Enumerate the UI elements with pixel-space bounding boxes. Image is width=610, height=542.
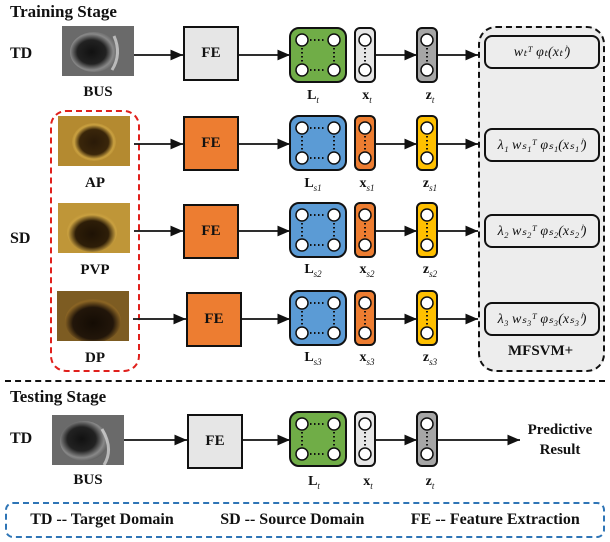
bus-image-training bbox=[62, 26, 134, 76]
legend-box: TD -- Target Domain SD -- Source Domain … bbox=[5, 502, 605, 538]
node-circle bbox=[420, 63, 434, 77]
node-circle bbox=[295, 326, 309, 340]
label-x-s3: xs3 bbox=[359, 350, 375, 367]
label-L-t: Lt bbox=[307, 88, 319, 105]
formula-source-1: λ₁ wₛ₁ᵀ φₛ₁(xₛ₁ⁱ) bbox=[484, 128, 600, 162]
node-circle bbox=[420, 326, 434, 340]
formula-source-3: λ₃ wₛ₃ᵀ φₛ₃(xₛ₃ⁱ) bbox=[484, 302, 600, 336]
node-circle bbox=[295, 33, 309, 47]
node-circle bbox=[358, 208, 372, 222]
node-circle bbox=[358, 326, 372, 340]
label-x-s1: xs1 bbox=[359, 176, 375, 193]
sd-label: SD bbox=[10, 230, 31, 247]
fe-box-target-training: FE bbox=[183, 26, 239, 81]
testing-stage-title: Testing Stage bbox=[10, 387, 107, 406]
td-label-training: TD bbox=[10, 45, 33, 62]
label-L-t-testing: Lt bbox=[308, 474, 320, 491]
legend-td: TD -- Target Domain bbox=[30, 511, 174, 528]
node-circle bbox=[327, 417, 341, 431]
dp-image bbox=[57, 291, 129, 341]
node-circle bbox=[358, 121, 372, 135]
result-text: Result bbox=[539, 442, 581, 458]
node-circle bbox=[327, 121, 341, 135]
node-circle bbox=[420, 151, 434, 165]
bus-label-training: BUS bbox=[83, 84, 113, 100]
label-z-t-testing: zt bbox=[425, 474, 435, 491]
fe-box-ap: FE bbox=[183, 116, 239, 171]
node-circle bbox=[327, 63, 341, 77]
node-circle bbox=[358, 238, 372, 252]
node-circle bbox=[420, 33, 434, 47]
node-circle bbox=[358, 63, 372, 77]
ap-image bbox=[58, 116, 130, 166]
pvp-image bbox=[58, 203, 130, 253]
mfsvm-label: MFSVM+ bbox=[508, 343, 574, 359]
label-x-s2: xs2 bbox=[359, 262, 375, 279]
node-circle bbox=[327, 326, 341, 340]
node-circle bbox=[420, 417, 434, 431]
node-circle bbox=[420, 238, 434, 252]
node-circle bbox=[420, 296, 434, 310]
training-stage-title: Training Stage bbox=[10, 2, 117, 21]
fe-box-dp: FE bbox=[186, 292, 242, 347]
node-circle bbox=[327, 151, 341, 165]
node-circle bbox=[327, 238, 341, 252]
node-circle bbox=[295, 417, 309, 431]
node-circle bbox=[327, 33, 341, 47]
legend-sd: SD -- Source Domain bbox=[220, 511, 365, 528]
label-z-s1: zs1 bbox=[422, 176, 438, 193]
fe-box-testing: FE bbox=[187, 414, 243, 469]
node-circle bbox=[295, 208, 309, 222]
node-circle bbox=[358, 417, 372, 431]
label-x-t: xt bbox=[362, 88, 372, 105]
node-circle bbox=[358, 296, 372, 310]
node-circle bbox=[295, 121, 309, 135]
node-circle bbox=[295, 447, 309, 461]
node-circle bbox=[295, 296, 309, 310]
bus-image-testing bbox=[52, 415, 124, 465]
source-domain-group bbox=[50, 110, 140, 372]
label-L-s3: Ls3 bbox=[304, 350, 322, 367]
node-circle bbox=[295, 63, 309, 77]
node-circle bbox=[295, 238, 309, 252]
stage-divider bbox=[5, 380, 605, 382]
pvp-label: PVP bbox=[80, 262, 110, 278]
node-circle bbox=[420, 121, 434, 135]
predictive-result-label: Predictive Result bbox=[515, 420, 605, 460]
bus-label-testing: BUS bbox=[73, 472, 103, 488]
node-circle bbox=[358, 33, 372, 47]
node-circle bbox=[327, 296, 341, 310]
node-circle bbox=[327, 447, 341, 461]
ap-label: AP bbox=[85, 175, 105, 191]
label-L-s1: Ls1 bbox=[304, 176, 322, 193]
label-x-t-testing: xt bbox=[363, 474, 373, 491]
td-label-testing: TD bbox=[10, 430, 33, 447]
label-z-s3: zs3 bbox=[422, 350, 438, 367]
node-circle bbox=[420, 447, 434, 461]
node-circle bbox=[358, 447, 372, 461]
formula-source-2: λ₂ wₛ₂ᵀ φₛ₂(xₛ₂ⁱ) bbox=[484, 214, 600, 248]
node-circle bbox=[420, 208, 434, 222]
label-L-s2: Ls2 bbox=[304, 262, 322, 279]
node-circle bbox=[327, 208, 341, 222]
label-z-t: zt bbox=[425, 88, 435, 105]
node-circle bbox=[295, 151, 309, 165]
formula-target: wₜᵀ φₜ(xₜⁱ) bbox=[484, 35, 600, 69]
fe-box-pvp: FE bbox=[183, 204, 239, 259]
label-z-s2: zs2 bbox=[422, 262, 438, 279]
node-circle bbox=[358, 151, 372, 165]
predictive-text: Predictive bbox=[527, 422, 593, 438]
dp-label: DP bbox=[85, 350, 105, 366]
legend-fe: FE -- Feature Extraction bbox=[410, 511, 580, 528]
